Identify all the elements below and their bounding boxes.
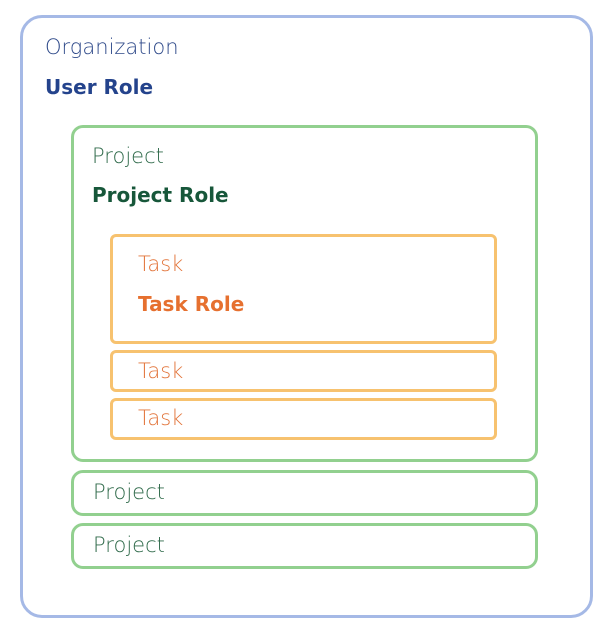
task-box-1 <box>110 234 497 344</box>
task-label-1: Task <box>138 252 184 276</box>
project-role-label: Project Role <box>92 183 229 207</box>
task-role-label: Task Role <box>138 292 245 316</box>
task-box-3 <box>110 398 497 440</box>
project-label-1: Project <box>92 144 164 168</box>
project-box-2 <box>71 470 538 516</box>
task-label-3: Task <box>138 406 184 430</box>
project-label-2: Project <box>93 480 165 504</box>
task-box-2 <box>110 350 497 392</box>
project-label-3: Project <box>93 533 165 557</box>
project-box-3 <box>71 523 538 569</box>
organization-label: Organization <box>45 35 179 59</box>
user-role-label: User Role <box>45 75 154 99</box>
task-label-2: Task <box>138 359 184 383</box>
